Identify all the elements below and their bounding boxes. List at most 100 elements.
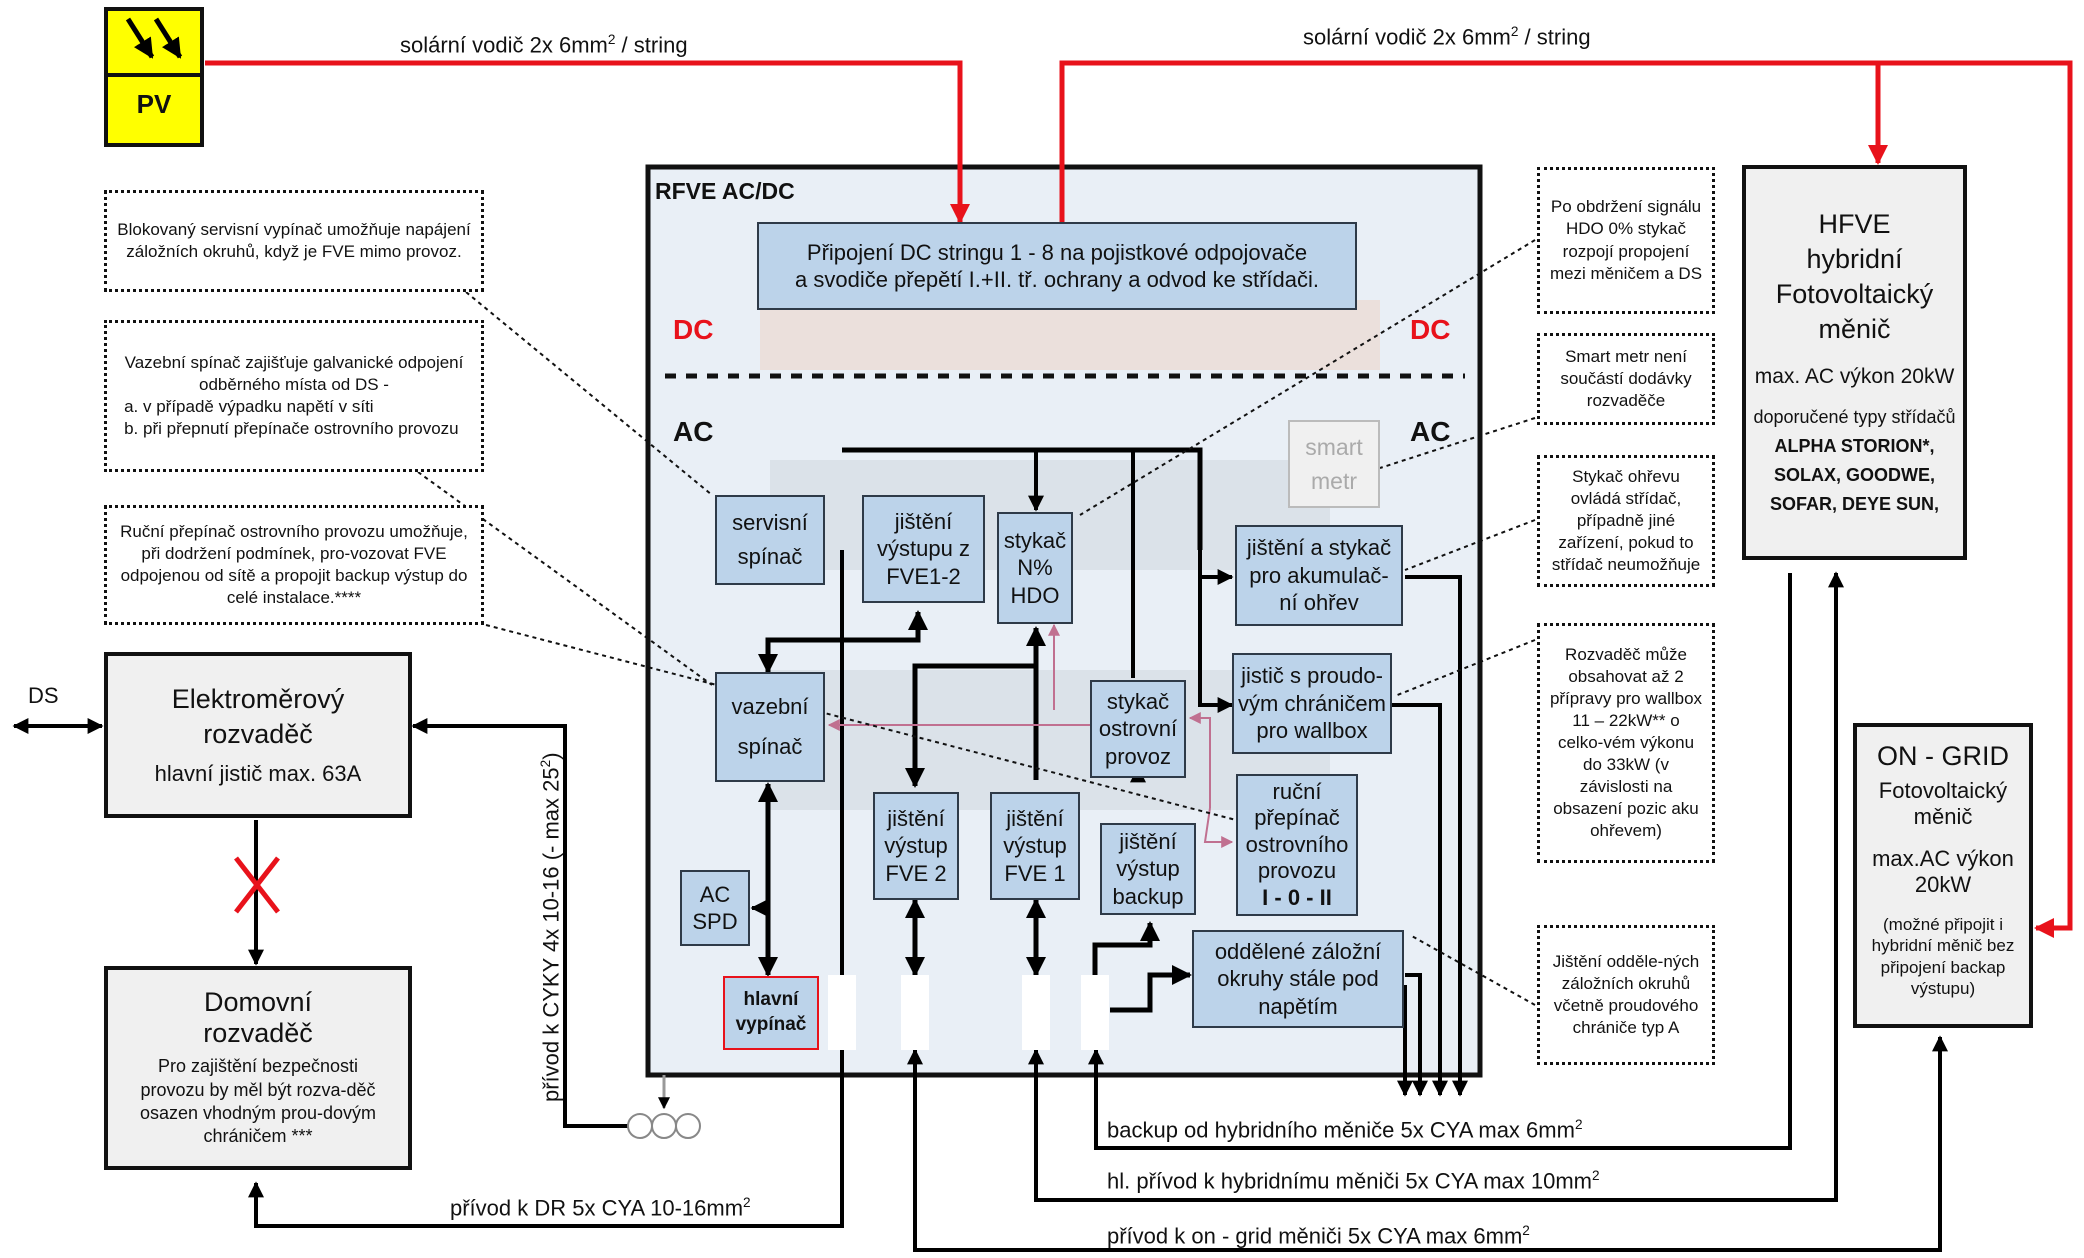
cyky-feed-wire bbox=[411, 718, 628, 1128]
hlavni-line-2: vypínač bbox=[735, 1014, 807, 1035]
note-vazebni-point-b: při přepnutí přepínače ostrovního provoz… bbox=[143, 418, 459, 440]
smart-meter: smart metr bbox=[1288, 420, 1380, 508]
solar-label-left: solární vodič 2x 6mm2 / string bbox=[400, 32, 688, 58]
elektromer-sub: hlavní jistič max. 63A bbox=[154, 760, 362, 786]
fve2-line-2: výstup bbox=[884, 833, 948, 859]
hdo-line-2: N% bbox=[1017, 555, 1053, 581]
ac-spd: AC SPD bbox=[680, 870, 750, 946]
oddelene-line-2: okruhy stále pod bbox=[1217, 966, 1379, 992]
domovni-text: Pro zajištění bezpečnosti provozu by měl… bbox=[139, 1056, 377, 1147]
note-blokovany-text: Blokovaný servisní vypínač umožňuje napá… bbox=[117, 219, 471, 261]
note-wallbox-text: Rozvaděč může obsahovat až 2 přípravy pr… bbox=[1549, 644, 1703, 841]
pv-label: PV bbox=[136, 89, 172, 119]
note-vazebni-intro: Vazební spínač zajišťuje galvanické odpo… bbox=[124, 352, 464, 394]
dr-feed-label: přívod k DR 5x CYA 10-16mm2 bbox=[450, 1195, 751, 1221]
jisteni-akumulacni-ohrev: jištění a stykač pro akumulač- ní ohřev bbox=[1235, 525, 1403, 626]
dc-string-box: Připojení DC stringu 1 - 8 na pojistkové… bbox=[757, 222, 1357, 310]
smart-meter-line-1: smart bbox=[1305, 433, 1363, 460]
hdo-line-1: stykač bbox=[1003, 527, 1067, 553]
akum-line-1: jištění a stykač bbox=[1246, 535, 1392, 561]
ac-spd-line-1: AC bbox=[699, 881, 731, 907]
dc-string-line-1: Připojení DC stringu 1 - 8 na pojistkové… bbox=[806, 239, 1308, 265]
servisni-line-2: spínač bbox=[737, 544, 803, 569]
jistic-wallbox: jistič s proudo- vým chráničem pro wallb… bbox=[1232, 653, 1392, 754]
note-smart-text: Smart metr není součástí dodávky rozvadě… bbox=[1560, 346, 1692, 411]
bus-top bbox=[842, 447, 1203, 550]
terminal-3 bbox=[1022, 975, 1050, 1050]
note-vazebni-point-a: v případě výpadku napětí v síti bbox=[143, 396, 459, 418]
hlavni-line-1: hlavní bbox=[743, 989, 799, 1011]
backup-line-1: jištění bbox=[1119, 828, 1177, 854]
vazebni-spinac: vazební spínač bbox=[715, 672, 825, 782]
elektromerovy-rozvadec: Elektroměrový rozvaděč hlavní jistič max… bbox=[104, 652, 412, 818]
callout-leaders bbox=[417, 239, 1536, 1006]
fve2-line-1: jištění bbox=[887, 805, 945, 831]
dr-feed-wire bbox=[248, 550, 844, 1228]
pv-module: PV bbox=[104, 7, 204, 147]
hl-privod-label: hl. přívod k hybridnímu měniči 5x CYA ma… bbox=[1107, 1168, 1600, 1194]
note-smart-metr: Smart metr není součástí dodávky rozvadě… bbox=[1537, 333, 1715, 425]
dc-label-left: DC bbox=[673, 314, 714, 345]
fve12-line-2: výstupu z bbox=[877, 536, 970, 562]
servisni-line-1: servisní bbox=[732, 509, 808, 535]
akum-line-3: ní ohřev bbox=[1279, 590, 1359, 616]
jisteni-vystup-fve1: jištění výstup FVE 1 bbox=[990, 792, 1080, 900]
fve1-line-3: FVE 1 bbox=[1004, 860, 1066, 886]
ongrid-title-2: Fotovoltaický bbox=[1878, 778, 2008, 803]
backup-line-2: výstup bbox=[1116, 856, 1180, 882]
rfve-title: RFVE AC/DC bbox=[655, 178, 795, 204]
ongrid-note: (možné připojit i hybridní měnič bez při… bbox=[1871, 915, 2015, 998]
hfve-title-2: hybridní bbox=[1806, 244, 1903, 275]
domovni-title-2: rozvaděč bbox=[203, 1018, 313, 1049]
blocked-x-mark bbox=[234, 856, 280, 914]
servisni-spinac: servisní spínač bbox=[715, 495, 825, 585]
hfve-types-2: SOLAX, GOODWE, bbox=[1773, 465, 1935, 486]
note-vazebni-points: v případě výpadku napětí v síti při přep… bbox=[115, 396, 459, 440]
fve2-branch bbox=[905, 663, 1036, 788]
solar-label-right: solární vodič 2x 6mm2 / string bbox=[1303, 24, 1591, 50]
jisteni-vystupu-fve12: jištění výstupu z FVE1-2 bbox=[862, 495, 985, 603]
wallbox-line-1: jistič s proudo- bbox=[1241, 663, 1383, 689]
note-rucni-text: Ruční přepínač ostrovního provozu umožňu… bbox=[120, 521, 468, 608]
hlavni-vypinac: hlavní vypínač bbox=[723, 976, 819, 1050]
smart-meter-line-2: metr bbox=[1311, 468, 1357, 494]
wallbox-line-2: vým chráničem bbox=[1238, 690, 1386, 716]
note-hdo-text: Po obdržení signálu HDO 0% stykač rozpoj… bbox=[1549, 197, 1703, 283]
fve1-line-2: výstup bbox=[1003, 833, 1067, 859]
ongrid-power-2: 20kW bbox=[1914, 872, 1972, 897]
cyky-label: přívod k CYKY 4x 10-16 (- max 252) bbox=[538, 752, 564, 1102]
hfve-types-1: ALPHA STORION*, bbox=[1774, 436, 1935, 457]
fve2-line-3: FVE 2 bbox=[885, 860, 947, 886]
hfve-recommended: doporučené typy střídačů bbox=[1753, 407, 1956, 428]
main-to-hybrid-cable bbox=[1028, 571, 1844, 1202]
backup-line-3: backup bbox=[1112, 883, 1184, 909]
ds-label: DS bbox=[28, 683, 59, 708]
wallbox-line-3: pro wallbox bbox=[1256, 718, 1368, 744]
note-wallbox: Rozvaděč může obsahovat až 2 přípravy pr… bbox=[1537, 623, 1715, 863]
terminal-4 bbox=[1081, 975, 1109, 1050]
ostrov-line-3: provoz bbox=[1104, 743, 1172, 769]
fve1-line-1: jištění bbox=[1006, 805, 1064, 831]
hfve-types-3: SOFAR, DEYE SUN, bbox=[1769, 494, 1940, 515]
ongrid-title-3: měnič bbox=[1913, 804, 1973, 829]
ac-spd-line-2: SPD bbox=[692, 909, 738, 934]
cable-glands bbox=[627, 1113, 701, 1139]
hfve-title-3: Fotovoltaický bbox=[1775, 279, 1934, 310]
akum-line-2: pro akumulač- bbox=[1249, 562, 1389, 588]
ostrov-line-1: stykač bbox=[1106, 688, 1170, 714]
backup-hybrid-label: backup od hybridního měniče 5x CYA max 6… bbox=[1107, 1117, 1583, 1143]
ongrid-title-1: ON - GRID bbox=[1877, 741, 2009, 771]
elektromer-title-2: rozvaděč bbox=[203, 718, 313, 749]
note-ohrev-text: Stykač ohřevu ovládá střídač, případně j… bbox=[1551, 466, 1701, 575]
oddelene-line-1: oddělené záložní bbox=[1214, 938, 1382, 964]
terminal-1 bbox=[828, 975, 856, 1050]
ac-label-left: AC bbox=[673, 416, 714, 447]
jisteni-vystup-fve2: jištění výstup FVE 2 bbox=[873, 792, 959, 900]
ongrid-cable bbox=[907, 1035, 1948, 1252]
fve12-line-3: FVE1-2 bbox=[886, 563, 961, 589]
dc-string-line-2: a svodiče přepětí I.+II. tř. ochrany a o… bbox=[795, 267, 1319, 292]
oddelene-zalozni-okruhy: oddělené záložní okruhy stále pod napětí… bbox=[1192, 930, 1404, 1028]
elektromer-title-1: Elektroměrový bbox=[171, 683, 345, 714]
ac-label-right: AC bbox=[1410, 416, 1451, 447]
fve12-line-1: jištění bbox=[894, 508, 953, 534]
